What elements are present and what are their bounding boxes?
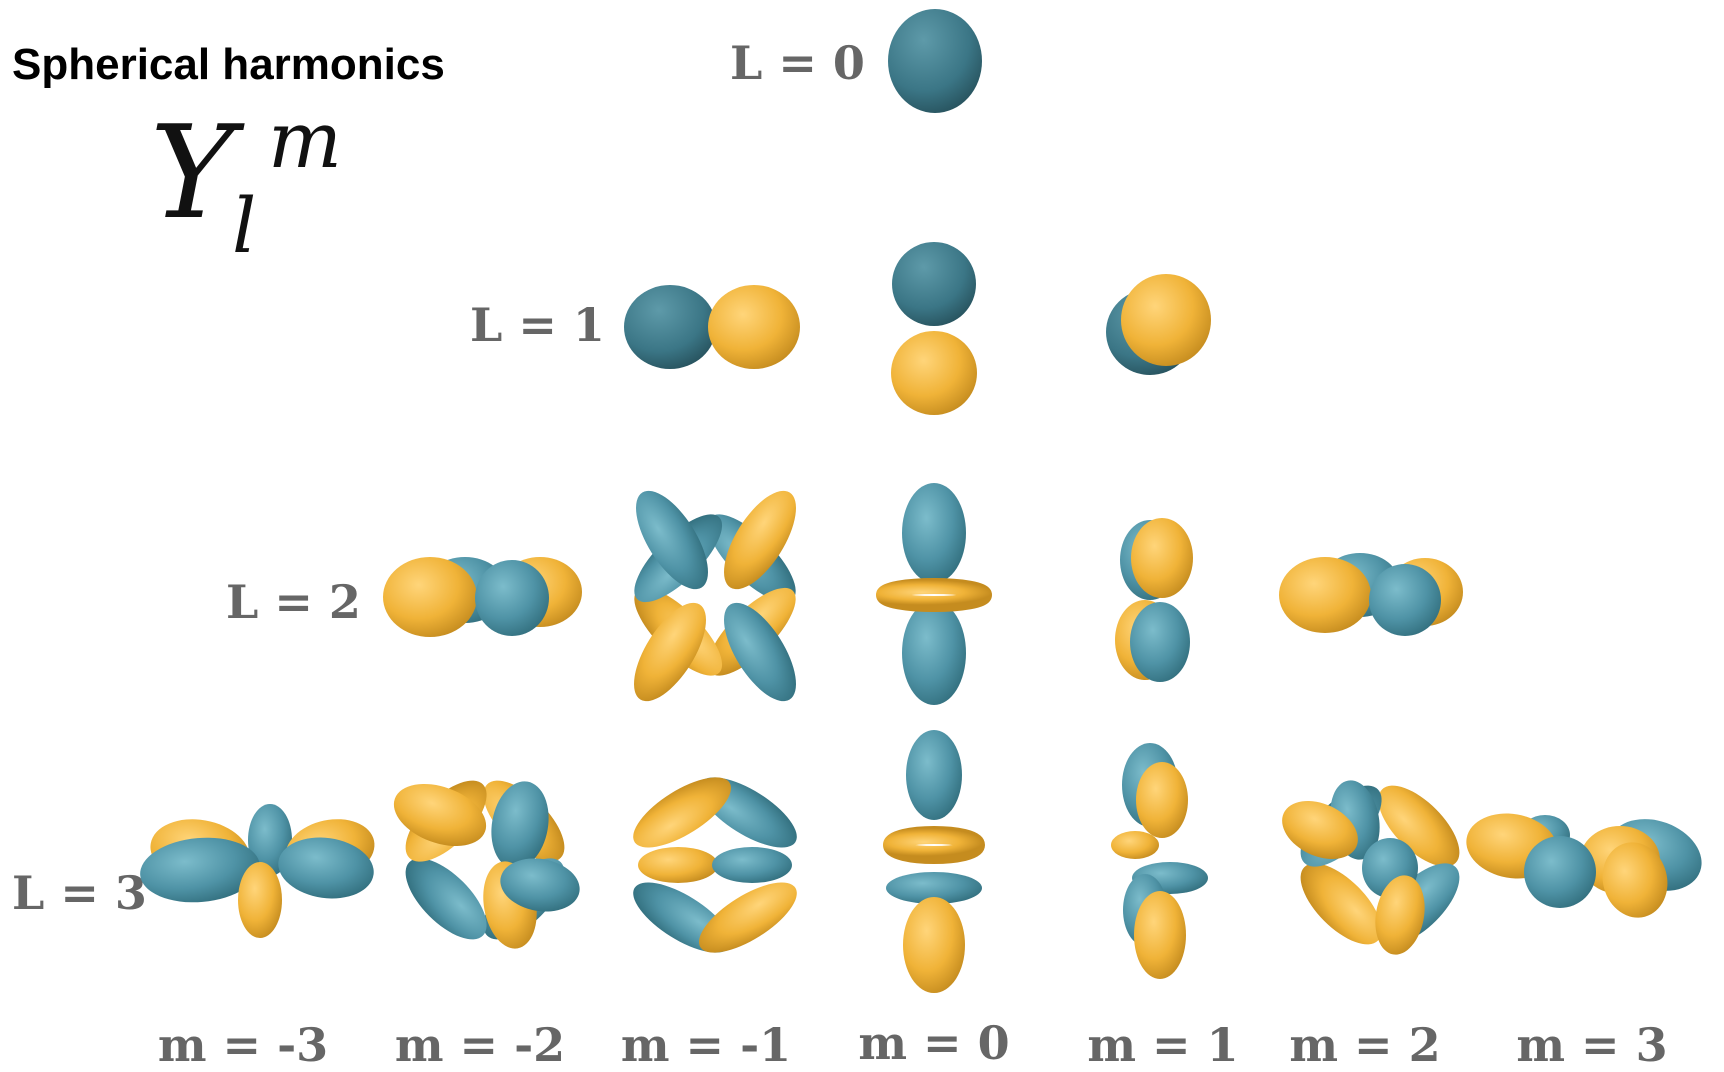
orbital-l3-m3 — [1461, 806, 1712, 924]
orbital-l2-m0 — [884, 483, 984, 705]
lobe-yellow — [708, 285, 800, 369]
lobe-blue — [1369, 564, 1441, 636]
lobe-yellow — [1134, 891, 1186, 979]
orbital-l3-m-neg3 — [137, 804, 380, 938]
orbital-l3-m2 — [1273, 772, 1473, 958]
lobe-yellow — [1121, 274, 1211, 366]
orbital-l3-m-neg1 — [623, 764, 807, 966]
orbital-l2-m-neg1 — [620, 480, 810, 712]
lobe-blue — [475, 560, 549, 636]
lobe-yellow — [891, 331, 977, 415]
lobe-blue-bottom — [902, 601, 966, 705]
orbital-l1-m-neg1 — [624, 285, 800, 369]
orbital-l0-m0 — [888, 9, 982, 113]
sphere-lobe — [888, 9, 982, 113]
lobe-blue-top — [906, 730, 962, 820]
lobe-blue — [624, 285, 716, 369]
lobe-yellow — [383, 557, 477, 637]
orbital-l2-m1 — [1115, 518, 1193, 682]
orbital-l2-m2 — [1279, 553, 1463, 636]
orbital-l2-m-neg2 — [383, 557, 582, 637]
lobe-yellow — [238, 862, 282, 938]
lobe-yellow — [1279, 557, 1371, 633]
torus-yellow — [892, 835, 976, 855]
lobe-yellow — [638, 847, 718, 883]
lobe-yellow — [1111, 831, 1159, 859]
lobe-blue — [1130, 602, 1190, 682]
orbital-l3-m1 — [1111, 743, 1208, 979]
orbital-l1-m1 — [1106, 274, 1211, 375]
lobe-blue — [712, 847, 792, 883]
lobe-yellow-bottom — [903, 897, 965, 993]
orbital-l3-m0 — [886, 730, 982, 993]
lobe-blue — [892, 242, 976, 326]
torus-yellow — [884, 586, 984, 604]
orbital-l3-m-neg2 — [385, 767, 584, 952]
lobe-yellow — [1131, 518, 1193, 598]
lobe-blue-top — [902, 483, 966, 583]
lobe-yellow — [1136, 762, 1188, 838]
lobe-blue — [1524, 836, 1596, 908]
orbital-l1-m0 — [891, 242, 977, 415]
